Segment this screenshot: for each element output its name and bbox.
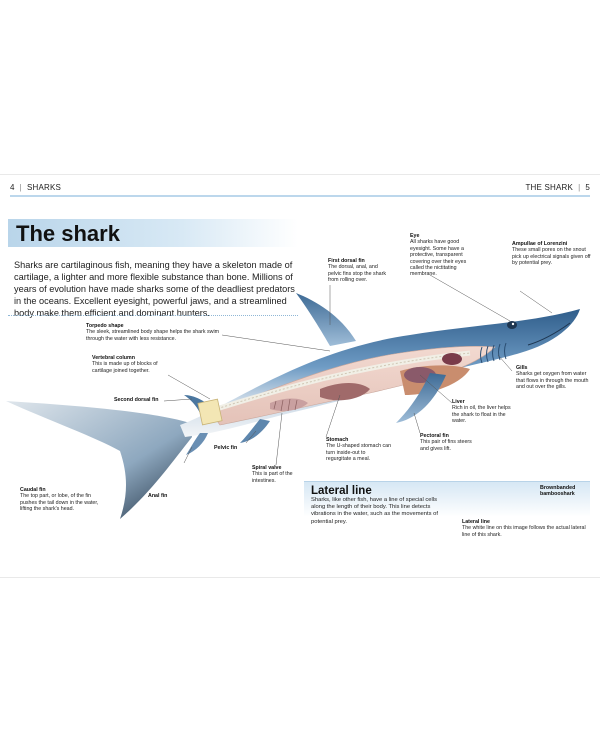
label-title: Stomach <box>326 437 349 443</box>
label-lateral-line-small: Lateral line The white line on this imag… <box>462 519 592 538</box>
label-text: Rich in oil, the liver helps the shark t… <box>452 405 511 425</box>
label-title: Torpedo shape <box>86 323 124 329</box>
label-second-dorsal-fin: Second dorsal fin <box>114 397 174 403</box>
label-text: The top part, or lobe, of the fin pushes… <box>20 493 99 513</box>
page-number-right: 5 <box>585 183 590 192</box>
shark-mouth <box>527 322 571 346</box>
label-title: Eye <box>410 233 420 239</box>
label-text: This is made up of blocks of cartilage j… <box>92 361 158 374</box>
label-stomach: Stomach The U-shaped stomach can turn in… <box>326 437 392 463</box>
pelvic-fin <box>240 419 270 443</box>
label-title: Anal fin <box>148 493 168 499</box>
label-title: Spiral valve <box>252 465 282 471</box>
label-brownbanded: Brownbanded bambooshark <box>540 485 594 498</box>
running-head-left: 4|SHARKS <box>10 183 62 192</box>
section-name-right: THE SHARK <box>525 183 574 192</box>
label-title: Lateral line <box>462 519 490 525</box>
label-title: Pectoral fin <box>420 433 449 439</box>
intro-text: Sharks are cartilaginous fish, meaning t… <box>14 260 295 319</box>
label-text: This is part of the intestines. <box>252 471 293 484</box>
label-first-dorsal-fin: First dorsal fin The dorsal, anal, and p… <box>328 258 392 284</box>
label-title: Caudal fin <box>20 487 46 493</box>
pectoral-fin <box>396 373 446 423</box>
label-text: This pair of fins steers and gives lift. <box>420 439 472 452</box>
vertebral-column <box>209 350 471 414</box>
label-liver: Liver Rich in oil, the liver helps the s… <box>452 399 512 425</box>
header-rule <box>10 195 590 197</box>
label-text: These small pores on the snout pick up e… <box>512 247 591 267</box>
label-text: Sharks get oxygen from water that flows … <box>516 371 589 391</box>
label-vertebral-column: Vertebral column This is made up of bloc… <box>92 355 172 374</box>
label-text: The white line on this image follows the… <box>462 525 586 538</box>
lateral-line-panel <box>304 481 590 540</box>
label-caudal-fin: Caudal fin The top part, or lobe, of the… <box>20 487 100 513</box>
heart <box>442 353 462 365</box>
lateral-line-text: Sharks, like other fish, have a line of … <box>311 497 438 525</box>
label-ampullae: Ampullae of Lorenzini These small pores … <box>512 241 592 267</box>
title-band <box>8 219 298 247</box>
label-anal-fin: Anal fin <box>148 493 184 499</box>
label-title: First dorsal fin <box>328 258 365 264</box>
stomach <box>320 383 370 401</box>
label-title: Gills <box>516 365 528 371</box>
caudal-fin <box>6 401 192 519</box>
label-gills: Gills Sharks get oxygen from water that … <box>516 365 590 391</box>
label-title: Liver <box>452 399 465 405</box>
label-eye: Eye All sharks have good eyesight. Some … <box>410 233 470 278</box>
label-title: Pelvic fin <box>214 445 238 451</box>
lateral-line-title: Lateral line <box>311 485 372 497</box>
page-title: The shark <box>16 221 120 246</box>
gill-slits <box>480 342 507 364</box>
label-spiral-valve: Spiral valve This is part of the intesti… <box>252 465 304 484</box>
leader-lines <box>163 274 553 466</box>
label-title: Vertebral column <box>92 355 135 361</box>
shark-eye <box>507 321 517 329</box>
label-title: Second dorsal fin <box>114 397 159 403</box>
book-spread: 4|SHARKS THE SHARK|5 <box>0 174 600 578</box>
label-title: Brownbanded bambooshark <box>540 485 576 498</box>
page-number-left: 4 <box>10 183 15 192</box>
label-text: The U-shaped stomach can turn inside-out… <box>326 443 392 463</box>
spine-blocks <box>197 398 223 426</box>
running-head-right: THE SHARK|5 <box>525 183 590 192</box>
label-text: The dorsal, anal, and pelvic fins stop t… <box>328 264 386 284</box>
first-dorsal-fin <box>296 293 356 346</box>
label-pectoral-fin: Pectoral fin This pair of fins steers an… <box>420 433 476 452</box>
label-title: Ampullae of Lorenzini <box>512 241 568 247</box>
label-torpedo-shape: Torpedo shape The sleek, streamlined bod… <box>86 323 226 342</box>
spiral-valve-ribs <box>273 398 298 412</box>
intro-rule <box>8 315 298 316</box>
label-text: The sleek, streamlined body shape helps … <box>86 329 220 342</box>
section-name-left: SHARKS <box>26 183 62 192</box>
label-pelvic-fin: Pelvic fin <box>214 445 254 451</box>
label-text: All sharks have good eyesight. Some have… <box>410 239 467 278</box>
anal-fin <box>186 433 208 455</box>
